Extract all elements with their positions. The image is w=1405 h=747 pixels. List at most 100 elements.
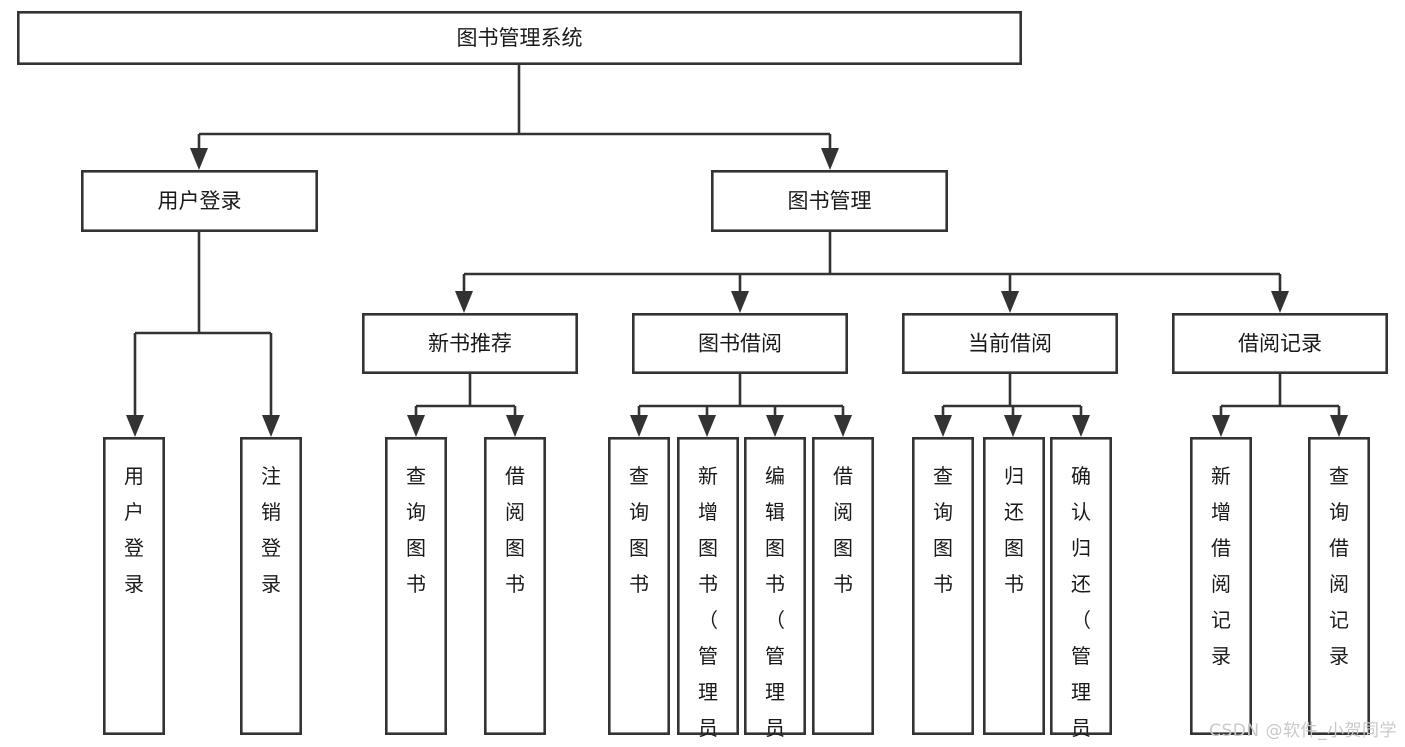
node-level2-box[interactable] [81,170,318,233]
node-leaf-label-char: 归 [1004,464,1024,488]
node-leaf-label-char: 书 [765,572,785,596]
arrow-head-icon-login-0 [126,415,144,437]
node-root-box[interactable] [16,11,1023,66]
node-leaf-label-char: 阅 [1211,572,1231,596]
node-leaf-label-char: 借 [1211,536,1231,560]
node-leaf-label-char: 书 [406,572,426,596]
node-root-label: 图书管理系统 [457,26,583,50]
node-leaf-box[interactable] [1308,436,1371,735]
node-leaf-box[interactable] [1190,436,1253,735]
node-leaf-label-char: 借 [1329,536,1349,560]
node-level3-2[interactable]: 当前借阅 [901,312,1118,374]
node-level2-label: 用户登录 [158,189,242,213]
node-level3-0[interactable]: 新书推荐 [361,312,578,374]
node-root[interactable]: 图书管理系统 [16,11,1023,66]
node-leaf-label-char: 书 [1004,572,1024,596]
node-leaf-label-char: （ [765,608,785,632]
node-leaf-label-char: 询 [1329,500,1349,524]
node-level2-box[interactable] [710,170,948,233]
node-level3-label: 新书推荐 [428,332,512,356]
node-leaf-label-char: 增 [1211,500,1231,524]
node-leaf-label-char: 还 [1071,572,1091,596]
node-level3-label: 图书借阅 [698,332,782,356]
node-level2-0[interactable]: 用户登录 [81,170,318,233]
node-level3-box[interactable] [1172,312,1389,374]
node-leaf-box[interactable] [743,436,806,735]
node-leaf-box[interactable] [676,436,739,735]
arrow-head-icon-sub-3-0 [1212,415,1230,437]
node-leaf-box[interactable] [384,436,447,735]
node-level2-label: 图书管理 [788,189,872,213]
arrow-head-icon-manage-3 [1271,291,1289,313]
node-leaf-label-char: 理 [765,680,785,704]
node-level3-box[interactable] [361,312,578,374]
node-level3-3[interactable]: 借阅记录 [1172,312,1389,374]
node-leaf-0[interactable]: 用户登录 [103,436,166,735]
node-leaf-label-char: 图 [765,536,785,560]
node-leaf-label-char: 增 [698,500,718,524]
arrow-head-icon-sub-2-0 [934,415,952,437]
arrow-head-icon-root-0 [190,148,208,170]
node-leaf-label-char: 管 [765,644,785,668]
node-leaf-label-char: 图 [698,536,718,560]
node-leaf-box[interactable] [811,436,874,735]
node-level2-1[interactable]: 图书管理 [710,170,948,233]
arrow-head-icon-sub-1-2 [766,415,784,437]
node-leaf-label-char: 阅 [833,500,853,524]
node-leaf-box[interactable] [240,436,303,735]
node-leaf-box[interactable] [607,436,670,735]
node-leaf-label-char: 图 [629,536,649,560]
node-leaf-label-char: 用 [124,464,144,488]
node-leaf-label-char: 记 [1211,608,1231,632]
node-leaf-box[interactable] [1050,436,1113,735]
arrow-head-icon-login-1 [262,415,280,437]
node-leaf-label-char: 员 [698,716,718,740]
arrow-head-icon-manage-2 [1001,291,1019,313]
arrow-head-icon-sub-1-1 [698,415,716,437]
node-leaf-label-char: 借 [833,464,853,488]
node-level3-box[interactable] [901,312,1118,374]
node-leaf-label-char: 书 [629,572,649,596]
node-leaf-label-char: 查 [629,464,649,488]
node-leaf-label-char: 书 [933,572,953,596]
node-leaf-label-char: 编 [765,464,785,488]
arrow-head-icon-root-1 [821,148,839,170]
node-level3-label: 当前借阅 [968,332,1052,356]
node-leaf-label-char: 录 [1211,644,1231,668]
node-leaf-label-char: 图 [505,536,525,560]
node-leaf-label-char: 新 [1211,464,1231,488]
node-leaf-label-char: （ [1071,608,1091,632]
connector-layer [126,65,1348,437]
arrow-head-icon-manage-0 [455,291,473,313]
node-layer: 图书管理系统用户登录图书管理新书推荐图书借阅当前借阅借阅记录用户登录注销登录查询… [16,11,1389,747]
node-leaf-label-char: 登 [261,536,281,560]
csdn-watermark: CSDN @软件_小贺同学 [1209,721,1397,741]
arrow-head-icon-sub-2-1 [1004,415,1022,437]
node-leaf-label-char: 查 [1329,464,1349,488]
node-level3-box[interactable] [631,312,848,374]
node-leaf-label-char: 还 [1004,500,1024,524]
node-leaf-box[interactable] [982,436,1045,735]
node-leaf-label-char: 归 [1071,536,1091,560]
node-leaf-label-char: 登 [124,536,144,560]
node-leaf-label-char: 员 [765,716,785,740]
node-leaf-box[interactable] [103,436,166,735]
arrow-head-icon-sub-0-0 [407,415,425,437]
node-leaf-box[interactable] [483,436,546,735]
node-leaf-label-char: 询 [406,500,426,524]
node-leaf-box[interactable] [911,436,974,735]
node-level3-1[interactable]: 图书借阅 [631,312,848,374]
